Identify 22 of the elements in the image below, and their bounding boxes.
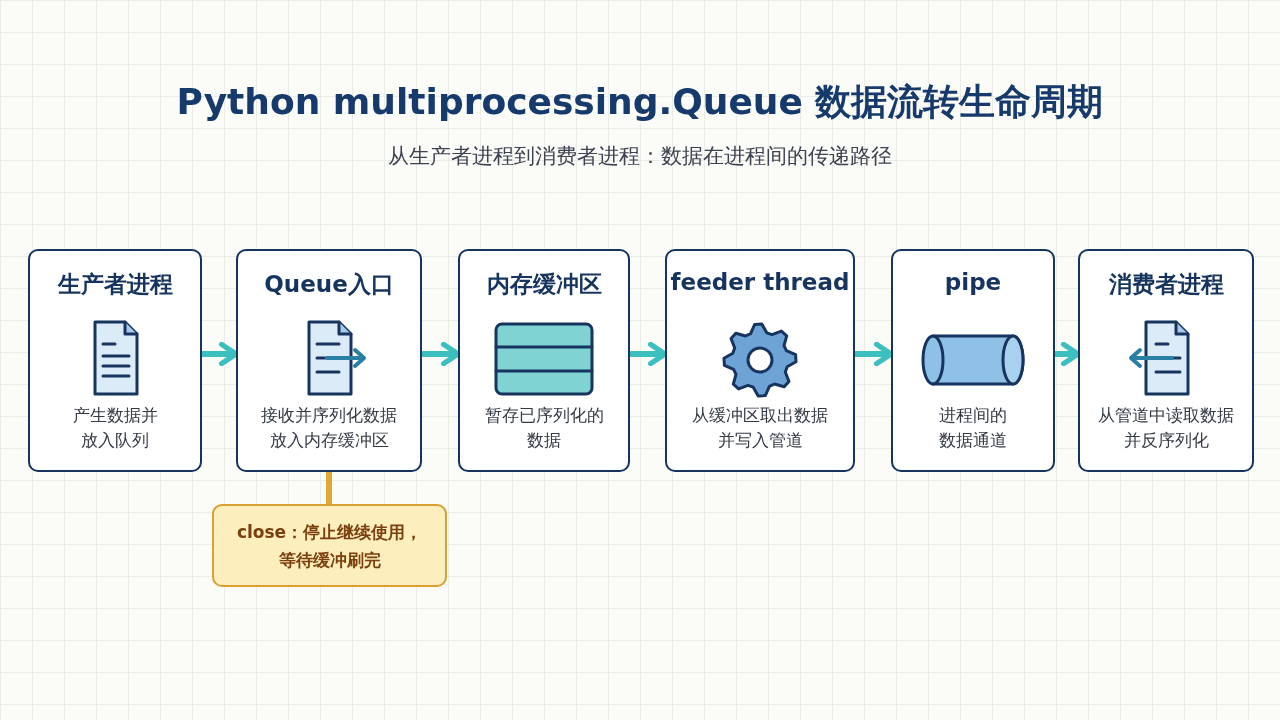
box-description: 暂存已序列化的数据 xyxy=(484,404,604,452)
box-description: 进程间的数据通道 xyxy=(939,404,1007,452)
subtitle: 从生产者进程到消费者进程：数据在进程间的传递路径 xyxy=(387,143,893,170)
box-description: 产生数据并放入队列 xyxy=(72,404,158,452)
box-title: 消费者进程 xyxy=(1107,270,1225,299)
process-box xyxy=(28,249,202,472)
box-description: 从管道中读取数据并反序列化 xyxy=(1098,404,1234,452)
box-description: 从缓冲区取出数据并写入管道 xyxy=(692,404,828,452)
connector-line xyxy=(326,472,332,504)
box-title: pipe xyxy=(943,269,1003,295)
box-title: 内存缓冲区 xyxy=(485,270,603,299)
process-box xyxy=(1078,249,1254,472)
process-box xyxy=(458,249,630,472)
title: Python multiprocessing.Queue 数据流转生命周期 xyxy=(175,80,1105,124)
box-description: 接收并序列化数据放入内存缓冲区 xyxy=(261,404,397,452)
process-box xyxy=(665,249,855,472)
box-title: Queue入口 xyxy=(263,270,395,299)
box-title: 生产者进程 xyxy=(56,270,174,299)
process-box xyxy=(236,249,422,472)
note-box: close：停止继续使用，等待缓冲刷完 xyxy=(212,504,447,587)
process-box xyxy=(891,249,1055,472)
box-title: feeder thread xyxy=(669,269,851,295)
